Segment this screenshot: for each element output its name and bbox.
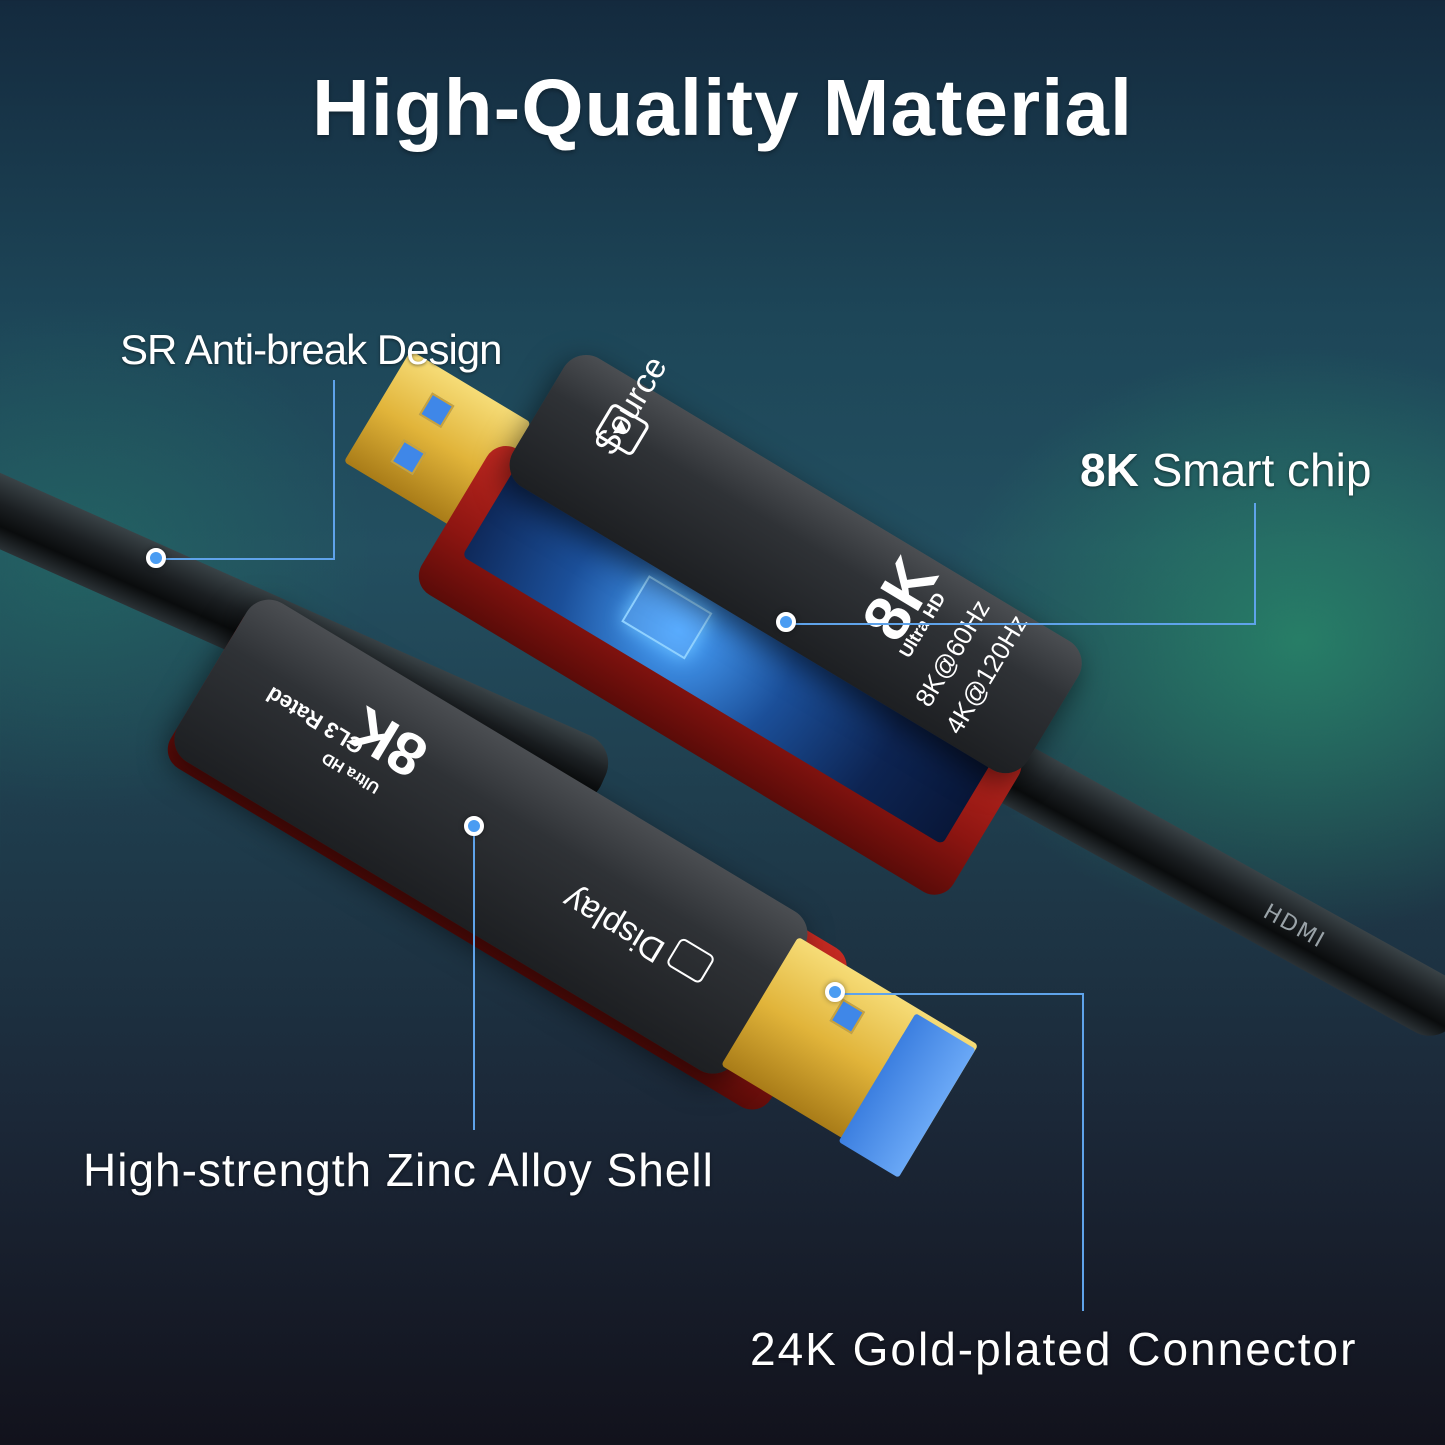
callout-line-zinc-v [473, 830, 475, 1130]
smart-chip-strong: 8K [1080, 444, 1139, 496]
callout-line-chip-h [790, 623, 1256, 625]
callout-line-chip-v [1254, 503, 1256, 625]
callout-dot-gold [825, 982, 845, 1002]
cl3-rated-label: CL3 Rated [261, 681, 369, 760]
callout-dot-zinc [464, 816, 484, 836]
plug-contact-hole [829, 998, 866, 1035]
callout-line-gold-v [1082, 993, 1084, 1311]
callout-dot-chip [776, 612, 796, 632]
page-title: High-Quality Material [311, 63, 1134, 152]
callout-zinc-shell: High-strength Zinc Alloy Shell [83, 1144, 714, 1196]
cable-hdmi-print: HDMI [1259, 899, 1330, 954]
callout-line-gold-h [838, 993, 1084, 995]
callout-smart-chip: 8K Smart chip [1080, 443, 1371, 497]
display-label: Display [556, 880, 672, 971]
display-monitor-icon [665, 936, 716, 985]
callout-line-anti-break-v [333, 380, 335, 560]
plug-contact-hole [418, 392, 455, 429]
smart-chip-text: Smart chip [1138, 444, 1372, 496]
callout-anti-break: SR Anti-break Design [120, 326, 503, 373]
callout-dot-anti-break [146, 548, 166, 568]
plug-contact-hole [390, 439, 427, 476]
callout-line-anti-break-h [160, 558, 335, 560]
callout-gold-connector: 24K Gold-plated Connector [750, 1323, 1358, 1375]
